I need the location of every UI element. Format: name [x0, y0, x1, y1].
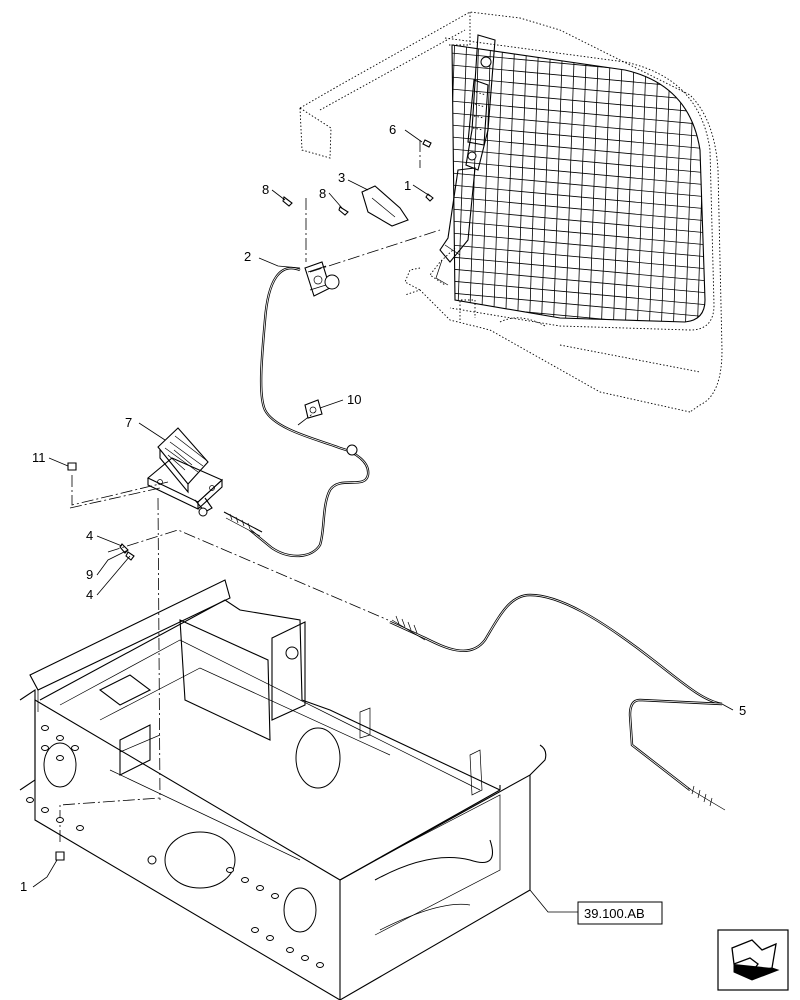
callout-7: 7 [125, 415, 132, 430]
callout-9: 9 [86, 567, 93, 582]
callout-labels: 6 3 1 8 8 2 10 7 11 4 9 4 5 1 [20, 122, 746, 894]
cab-window [444, 37, 715, 331]
chassis-frame [19, 579, 547, 1000]
next-page-arrow-icon[interactable] [717, 929, 789, 991]
cable-connector [304, 261, 340, 297]
callout-10: 10 [347, 392, 361, 407]
reference-link[interactable]: 39.100.AB [577, 901, 663, 925]
callout-8-left: 8 [262, 182, 269, 197]
callout-1-bottom: 1 [20, 879, 27, 894]
window-screen-mesh [452, 45, 705, 322]
callout-4-lower: 4 [86, 587, 93, 602]
leader-lines [32, 129, 734, 913]
callout-6: 6 [389, 122, 396, 137]
callout-8-right: 8 [319, 186, 326, 201]
callout-5: 5 [739, 703, 746, 718]
window-latch-bar [435, 34, 496, 286]
callout-3: 3 [338, 170, 345, 185]
mounting-bracket [361, 185, 409, 227]
cab-side-panel [299, 11, 723, 413]
callout-4-upper: 4 [86, 528, 93, 543]
reference-label: 39.100.AB [584, 906, 645, 921]
cable-clip [304, 399, 323, 419]
callout-1-top: 1 [404, 178, 411, 193]
callout-11: 11 [32, 450, 46, 465]
fasteners [55, 139, 434, 861]
callout-2: 2 [244, 249, 251, 264]
throttle-cable [223, 267, 726, 811]
foot-pedal-assembly [146, 427, 223, 517]
assembly-centerlines [59, 140, 441, 842]
frame-bolts [26, 725, 324, 968]
